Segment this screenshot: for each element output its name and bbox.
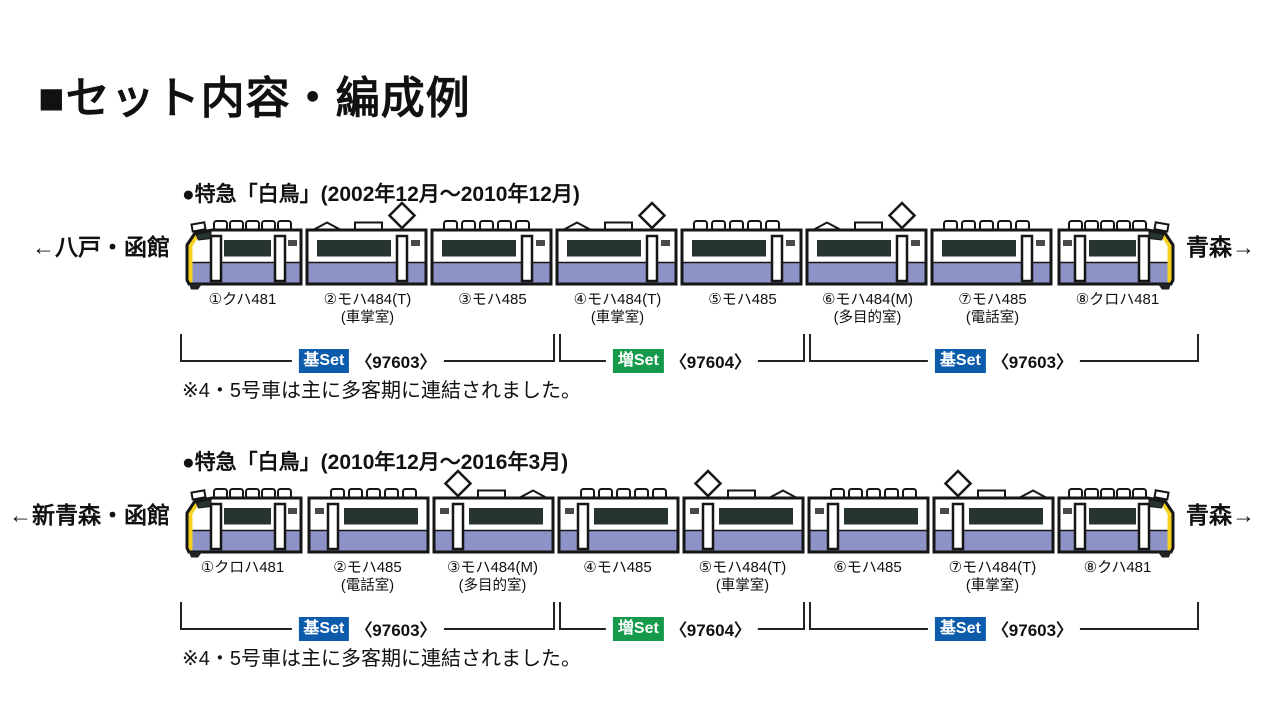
train-car-1 <box>180 468 305 560</box>
set-bracket: 基Set 〈97603〉 <box>809 334 1199 373</box>
car-sublabel: (車掌室) <box>715 578 770 594</box>
train-car-4 <box>555 468 680 560</box>
train-car-8 <box>1055 200 1180 292</box>
destination-label-right: 青森→ <box>1186 502 1255 528</box>
set-bracket: 基Set 〈97603〉 <box>180 334 555 373</box>
train-car-5 <box>680 468 805 560</box>
set-badge: 基Set <box>934 616 986 641</box>
train-car-2 <box>305 468 430 560</box>
car-label-1: ①クハ481 <box>208 291 277 308</box>
car-sublabel: (多目的室) <box>458 578 527 594</box>
pantograph-icon <box>443 469 473 498</box>
pantograph-icon <box>887 201 917 230</box>
train-graphic <box>180 468 1180 560</box>
train-car-6 <box>805 200 930 292</box>
car-sublabel: (多目的室) <box>833 310 902 326</box>
car-sublabel: (車掌室) <box>340 310 395 326</box>
page-title: ■セット内容・編成例 <box>38 74 471 123</box>
formation-section-2: ●特急「白鳥」(2010年12月〜2016年3月) ←新青森・函館 青森→ ①ク… <box>0 446 1280 686</box>
formation-note: ※4・5号車は主に多客期に連結されました。 <box>182 648 582 670</box>
set-bracket-label: 増Set 〈97604〉 <box>605 616 759 641</box>
car-labels-row: ①クハ481 ②モハ484(T)(車掌室) ③モハ485 ④モハ484(T)(車… <box>180 290 1180 328</box>
wheel-icon <box>1158 284 1171 290</box>
car-label-8: ⑧クロハ481 <box>1075 291 1160 308</box>
formation-note: ※4・5号車は主に多客期に連結されました。 <box>182 380 582 402</box>
set-bracket-row: 基Set 〈97603〉 増Set 〈97604〉 基Set 〈97603〉 <box>180 334 1200 378</box>
nose-stripe <box>1160 233 1173 283</box>
car-label-5: ⑤モハ484(T)(車掌室) <box>680 558 805 596</box>
destination-label-left: ←新青森・函館 <box>9 502 170 528</box>
formation-section-1: ●特急「白鳥」(2002年12月〜2010年12月) ←八戸・函館 青森→ ①ク… <box>0 178 1280 418</box>
set-bracket-label: 増Set 〈97604〉 <box>605 348 759 373</box>
set-badge: 増Set <box>612 616 664 641</box>
set-bracket: 増Set 〈97604〉 <box>559 334 805 373</box>
train-car-3 <box>430 200 555 292</box>
nose-stripe <box>187 233 200 283</box>
car-label-7: ⑦モハ484(T)(車掌室) <box>930 558 1055 596</box>
headlight-icon <box>190 489 207 501</box>
car-sublabel: (電話室) <box>965 310 1020 326</box>
train-graphic <box>180 200 1180 292</box>
set-bracket-label: 基Set 〈97603〉 <box>291 348 444 373</box>
train-car-3 <box>430 468 555 560</box>
car-label-7: ⑦モハ485(電話室) <box>930 290 1055 328</box>
set-bracket-label: 基Set 〈97603〉 <box>291 616 444 641</box>
train-car-7 <box>930 200 1055 292</box>
car-label-8: ⑧クハ481 <box>1083 559 1152 576</box>
train-car-7 <box>930 468 1055 560</box>
destination-label-right: 青森→ <box>1186 234 1255 260</box>
pantograph-icon <box>637 201 667 230</box>
car-label-5: ⑤モハ485 <box>708 291 777 308</box>
formation-header: ●特急「白鳥」(2010年12月〜2016年3月) <box>182 451 569 474</box>
set-badge: 基Set <box>934 348 986 373</box>
set-badge: 基Set <box>298 616 350 641</box>
car-label-6: ⑥モハ485 <box>833 559 902 576</box>
train-car-1 <box>180 200 305 292</box>
set-bracket-label: 基Set 〈97603〉 <box>927 348 1081 373</box>
nose-stripe <box>1160 501 1173 551</box>
set-code: 〈97604〉 <box>669 621 752 640</box>
wheel-icon <box>189 284 202 290</box>
car-sublabel: (電話室) <box>340 578 395 594</box>
set-code: 〈97603〉 <box>355 621 437 640</box>
headlight-icon <box>190 221 207 233</box>
car-label-2: ②モハ485(電話室) <box>305 558 430 596</box>
train-car-6 <box>805 468 930 560</box>
headlight-icon <box>1153 221 1170 233</box>
set-badge: 増Set <box>612 348 664 373</box>
train-car-5 <box>680 200 805 292</box>
nose-stripe <box>187 501 200 551</box>
train-car-8 <box>1055 468 1180 560</box>
formation-header: ●特急「白鳥」(2002年12月〜2010年12月) <box>182 183 580 206</box>
set-bracket-row: 基Set 〈97603〉 増Set 〈97604〉 基Set 〈97603〉 <box>180 602 1200 646</box>
set-bracket: 基Set 〈97603〉 <box>180 602 555 641</box>
set-code: 〈97603〉 <box>991 353 1074 372</box>
set-bracket: 基Set 〈97603〉 <box>809 602 1199 641</box>
car-label-2: ②モハ484(T)(車掌室) <box>305 290 430 328</box>
car-label-6: ⑥モハ484(M)(多目的室) <box>805 290 930 328</box>
wheel-icon <box>189 552 202 558</box>
car-sublabel: (車掌室) <box>590 310 645 326</box>
car-label-4: ④モハ484(T)(車掌室) <box>555 290 680 328</box>
car-labels-row: ①クロハ481 ②モハ485(電話室) ③モハ484(M)(多目的室) ④モハ4… <box>180 558 1180 596</box>
train-car-4 <box>555 200 680 292</box>
pantograph-icon <box>387 201 417 230</box>
headlight-icon <box>1153 489 1170 501</box>
set-bracket: 増Set 〈97604〉 <box>559 602 805 641</box>
set-code: 〈97603〉 <box>355 353 437 372</box>
car-label-1: ①クロハ481 <box>200 559 285 576</box>
car-label-4: ④モハ485 <box>583 559 652 576</box>
set-bracket-label: 基Set 〈97603〉 <box>927 616 1081 641</box>
wheel-icon <box>1158 552 1171 558</box>
pantograph-icon <box>943 469 973 498</box>
car-sublabel: (車掌室) <box>965 578 1020 594</box>
car-label-3: ③モハ485 <box>458 291 527 308</box>
set-badge: 基Set <box>298 348 350 373</box>
set-code: 〈97603〉 <box>991 621 1074 640</box>
train-car-2 <box>305 200 430 292</box>
set-code: 〈97604〉 <box>669 353 752 372</box>
pantograph-icon <box>693 469 723 498</box>
car-label-3: ③モハ484(M)(多目的室) <box>430 558 555 596</box>
destination-label-left: ←八戸・函館 <box>32 234 170 260</box>
